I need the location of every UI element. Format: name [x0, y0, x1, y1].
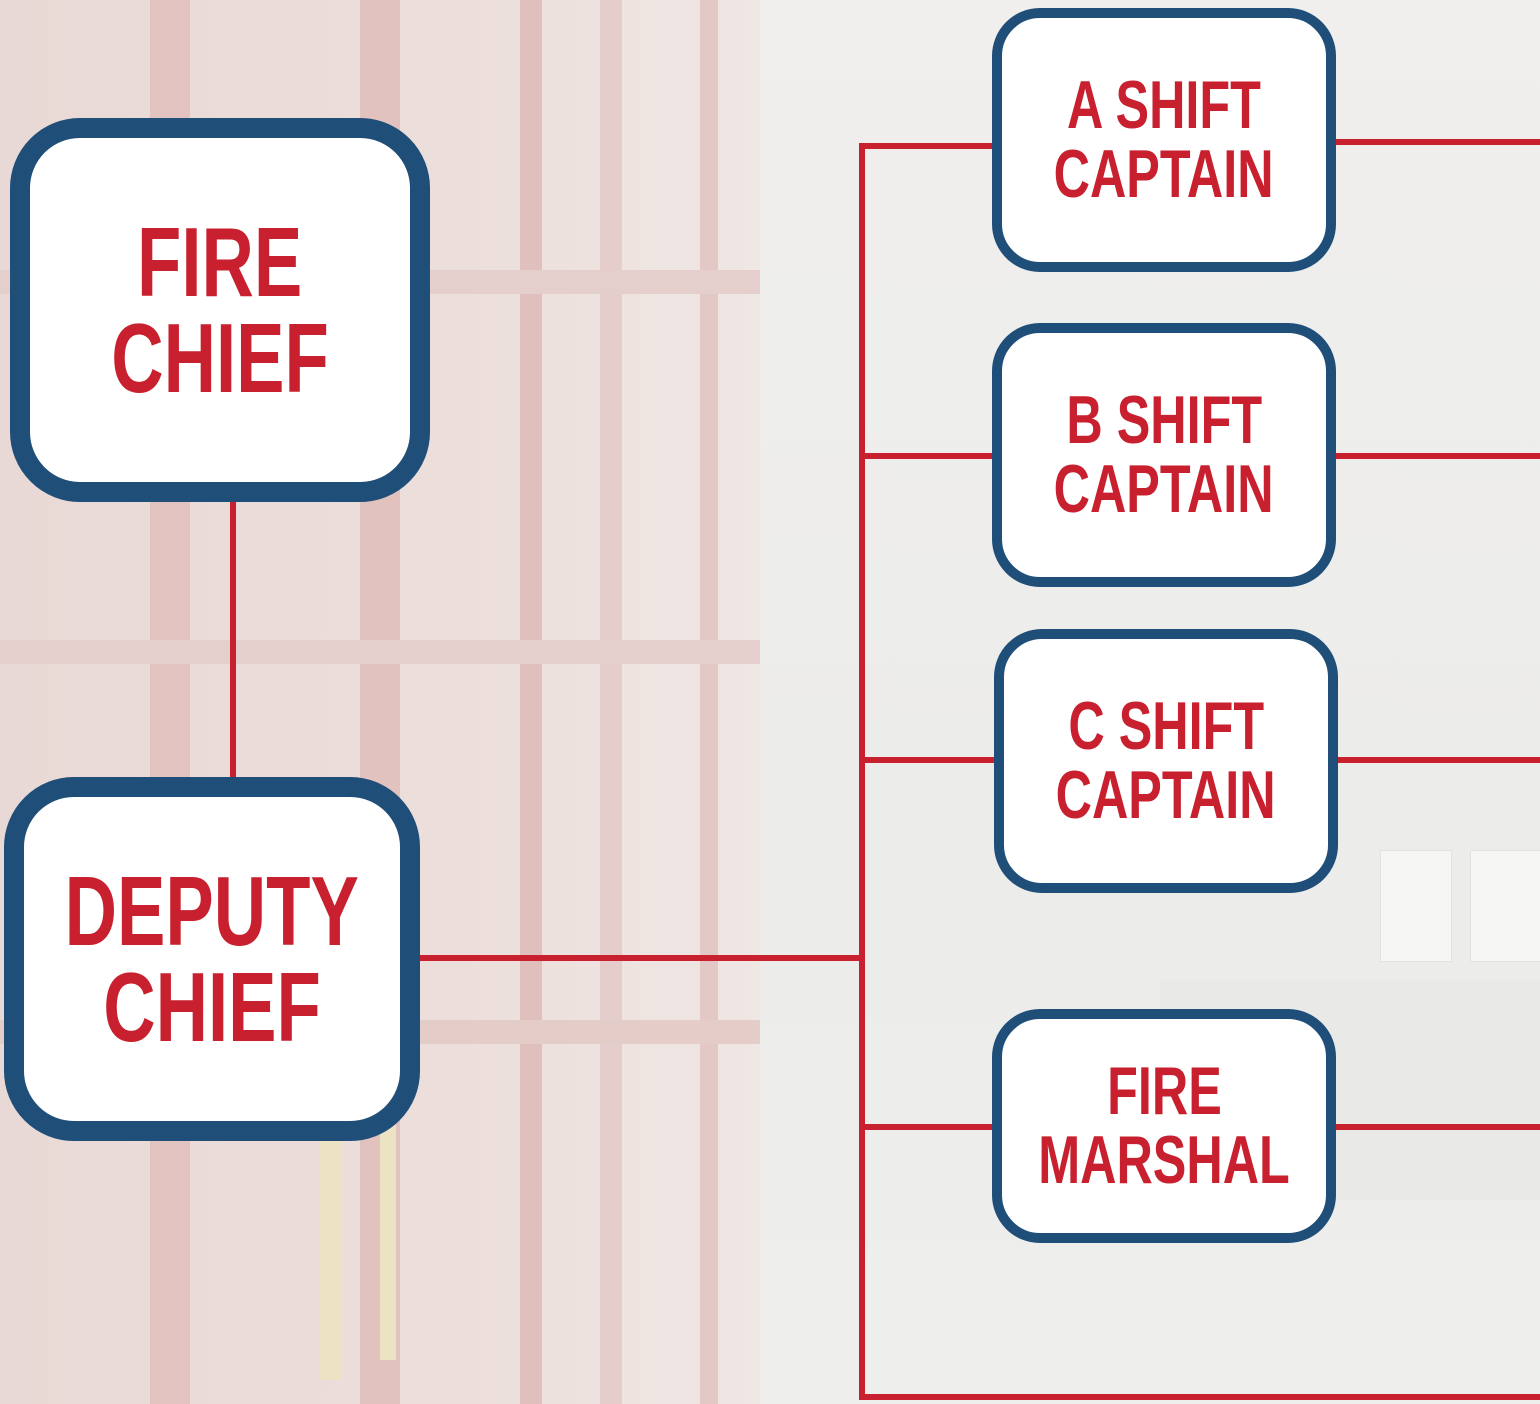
fire-chief-label-line2: CHIEF — [111, 310, 329, 406]
deputy-chief-label-line1: DEPUTY — [65, 863, 359, 959]
deputy-chief-label-line2: CHIEF — [103, 959, 321, 1055]
c-shift-captain-label-line2: CAPTAIN — [1056, 761, 1276, 830]
b-shift-captain-box: B SHIFT CAPTAIN — [992, 323, 1336, 587]
c-shift-captain-label-line1: C SHIFT — [1068, 692, 1264, 761]
b-shift-captain-label-line1: B SHIFT — [1066, 386, 1262, 455]
fire-chief-label-line1: FIRE — [137, 214, 302, 310]
fire-marshal-box: FIRE MARSHAL — [992, 1009, 1336, 1243]
deputy-chief-box: DEPUTY CHIEF — [4, 777, 420, 1141]
b-shift-captain-label-line2: CAPTAIN — [1054, 455, 1274, 524]
c-shift-captain-box: C SHIFT CAPTAIN — [994, 629, 1338, 893]
a-shift-captain-box: A SHIFT CAPTAIN — [992, 8, 1336, 272]
fire-chief-box: FIRE CHIEF — [10, 118, 430, 502]
a-shift-captain-label-line2: CAPTAIN — [1054, 140, 1274, 209]
fire-marshal-label-line2: MARSHAL — [1038, 1126, 1290, 1195]
fire-marshal-label-line1: FIRE — [1107, 1057, 1222, 1126]
a-shift-captain-label-line1: A SHIFT — [1067, 71, 1261, 140]
